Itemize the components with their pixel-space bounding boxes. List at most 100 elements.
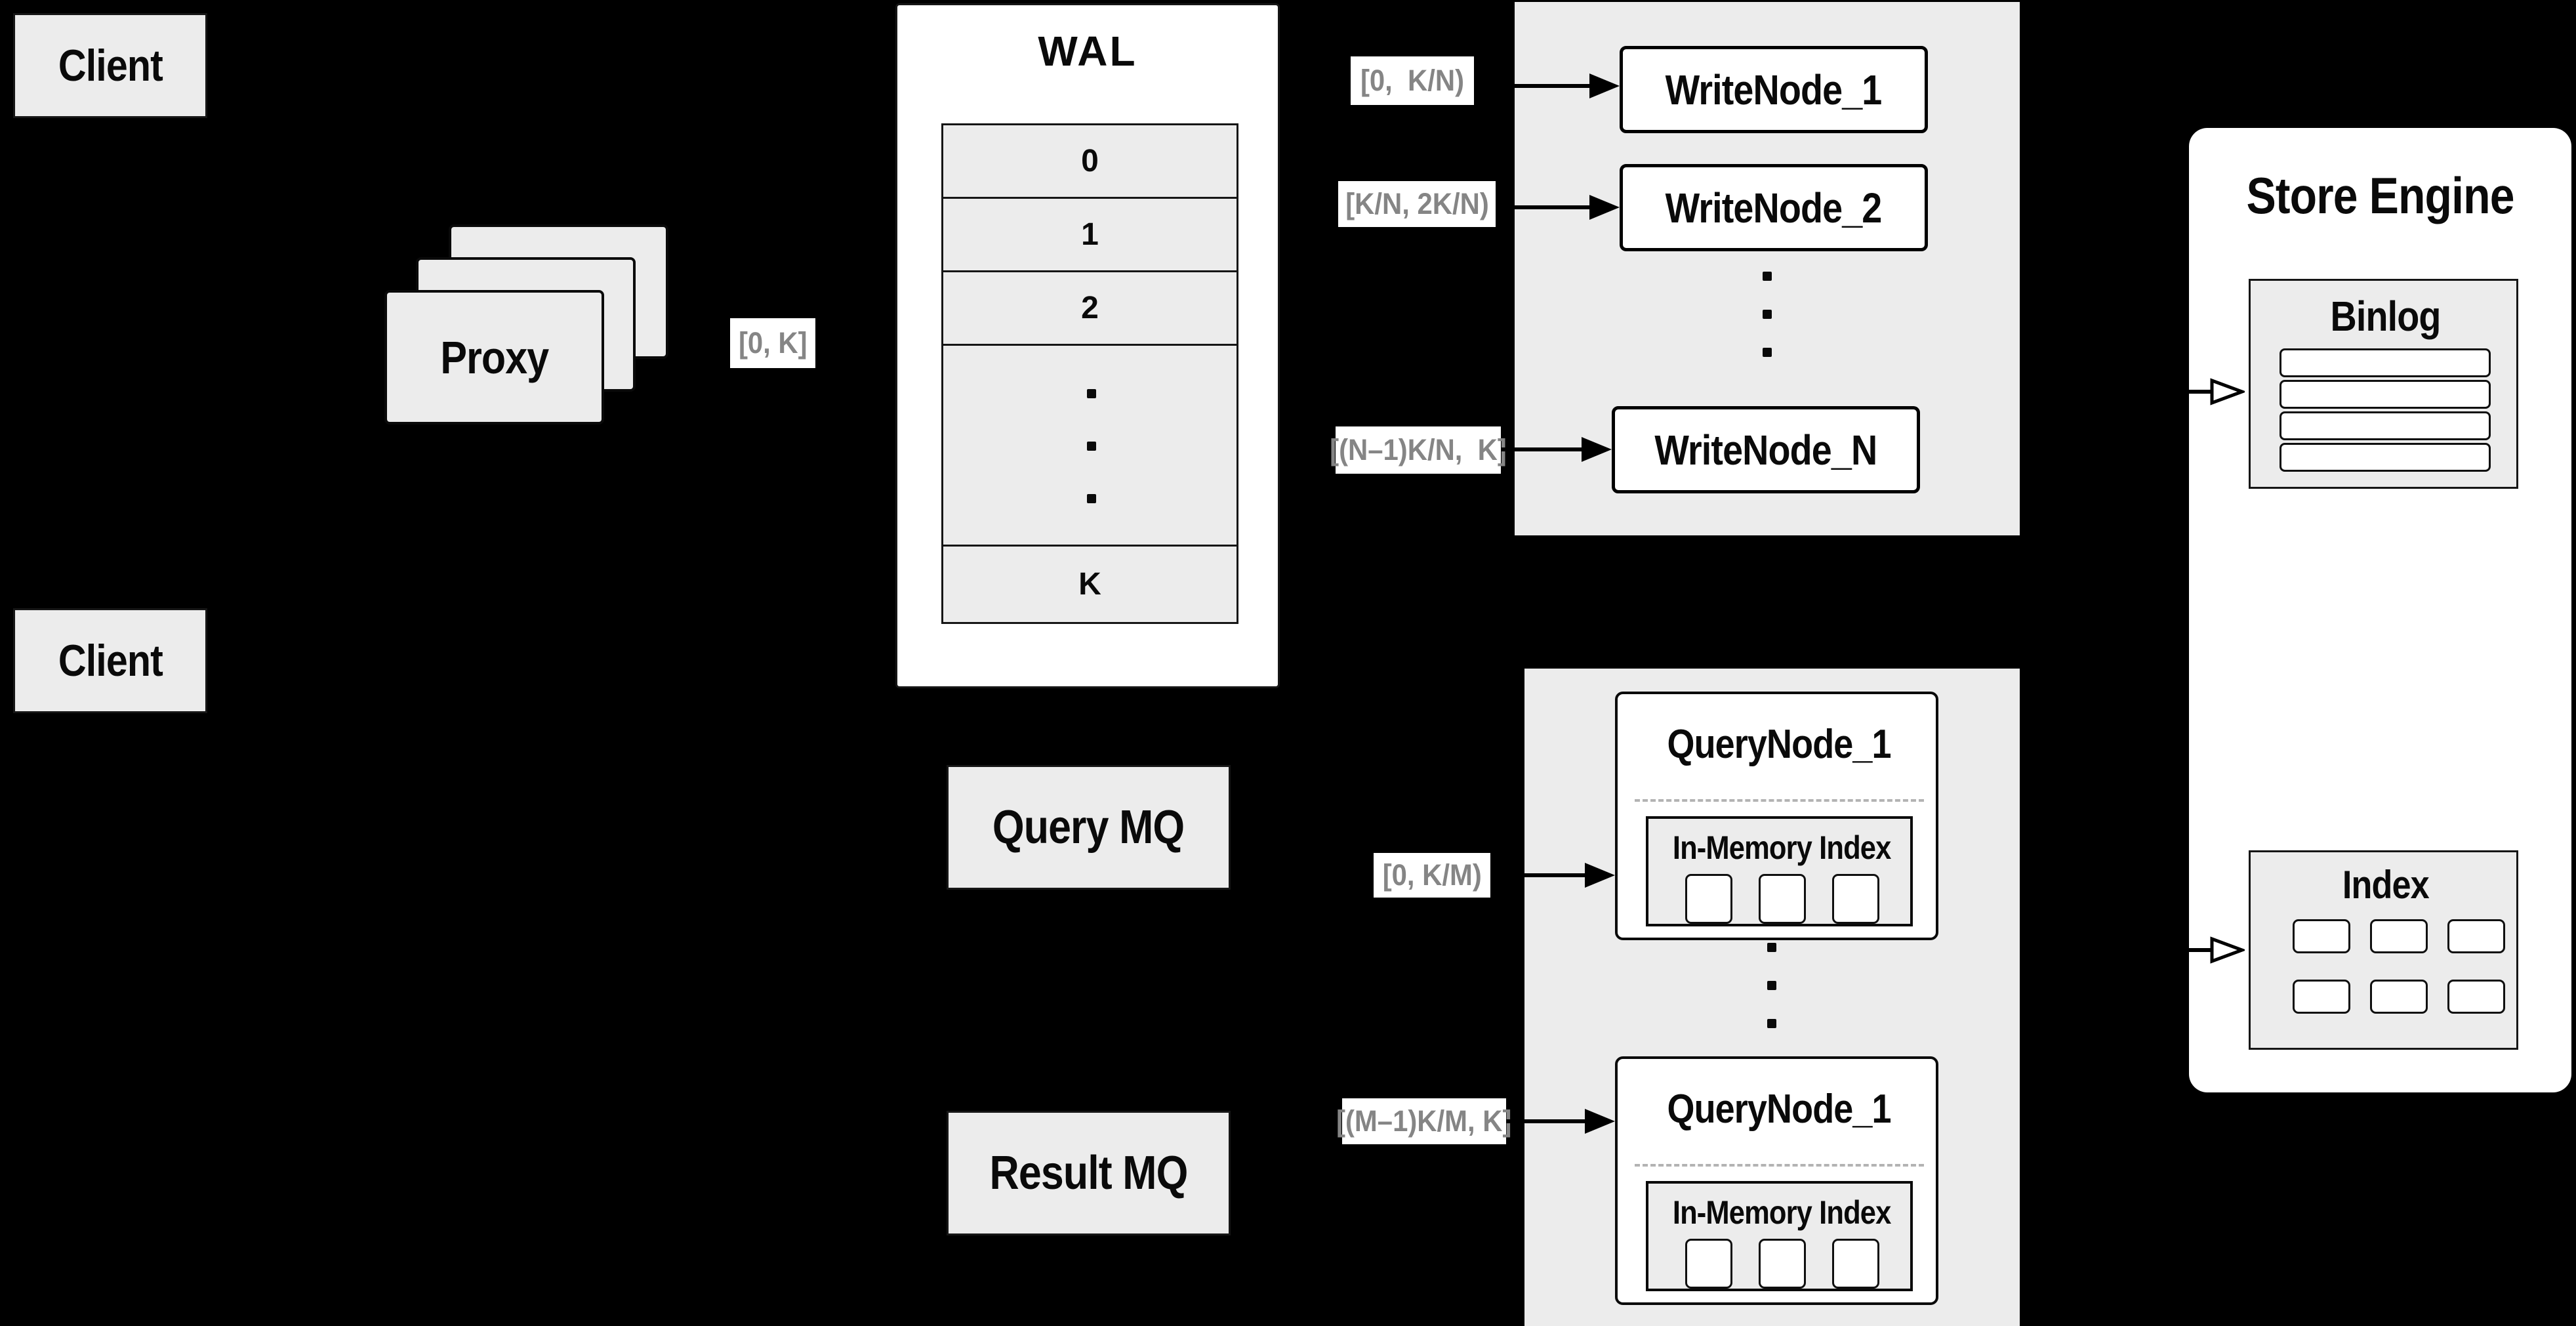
- index-segment-cell: [1685, 1239, 1732, 1289]
- querynode-m-title: QueryNode_1: [1618, 1077, 1941, 1140]
- wal-row-1: 1: [941, 197, 1238, 272]
- index-cell: [2370, 919, 2428, 953]
- wal-row-1-label: 1: [1081, 217, 1099, 252]
- binlog-row: [2280, 380, 2491, 409]
- ellipsis-dot: [1767, 1019, 1776, 1028]
- wal-row-k-label: K: [1078, 567, 1101, 602]
- wal-row-2: 2: [941, 270, 1238, 346]
- arrow-shaft-to-index: [2158, 948, 2212, 952]
- writenode-2-label: WriteNode_2: [1666, 184, 1883, 232]
- ellipsis-dot: [1087, 389, 1096, 398]
- inmemory-index-title: In-Memory Index: [1648, 825, 1915, 870]
- wal-title: WAL: [895, 20, 1280, 82]
- inmemory-index-title-text: In-Memory Index: [1673, 1194, 1891, 1231]
- querynode-m: QueryNode_1 In-Memory Index: [1615, 1056, 1938, 1305]
- index-segment-cell: [1832, 874, 1879, 924]
- query-mq-node: Query MQ: [947, 765, 1231, 890]
- range-chip-writenode-1-text: [0, K/N): [1360, 64, 1465, 97]
- query-mq-label: Query MQ: [992, 801, 1185, 854]
- ellipsis-dot: [1763, 348, 1772, 357]
- ellipsis-dot: [1087, 442, 1096, 451]
- range-chip-proxy-to-wal-text: [0, K]: [738, 326, 808, 360]
- index-title-text: Index: [2342, 862, 2430, 907]
- client-node-top-label: Client: [58, 41, 163, 91]
- hollow-arrowhead-to-index: [2210, 936, 2245, 964]
- binlog-row: [2280, 411, 2491, 440]
- inmemory-index-title-text: In-Memory Index: [1673, 829, 1891, 866]
- dashed-divider: [1635, 1164, 1924, 1167]
- index-cell: [2293, 980, 2350, 1014]
- index-cell: [2293, 919, 2350, 953]
- index-segment-cell: [1685, 874, 1732, 924]
- wal-row-2-label: 2: [1081, 291, 1099, 325]
- range-chip-writenode-n-text: [(N–1)K/N, K]: [1330, 433, 1507, 466]
- index-segment-cell: [1759, 874, 1806, 924]
- arrow-shaft-to-binlog: [2158, 390, 2212, 394]
- arrow-shaft-to-writenode-2: [1496, 205, 1589, 209]
- querynode-1-title: QueryNode_1: [1618, 713, 1941, 776]
- client-node-top: Client: [13, 13, 207, 118]
- range-chip-querynode-m-text: [(M–1)K/M, K]: [1336, 1104, 1512, 1138]
- writenode-1-label: WriteNode_1: [1666, 66, 1883, 114]
- index-title: Index: [2251, 861, 2520, 907]
- range-chip-writenode-1: [0, K/N): [1351, 56, 1474, 105]
- wal-row-ellipsis: [941, 344, 1238, 547]
- dashed-divider: [1635, 799, 1924, 802]
- querynode-m-title-text: QueryNode_1: [1667, 1086, 1892, 1132]
- wal-row-k: K: [941, 545, 1238, 624]
- ellipsis-dot: [1763, 310, 1772, 319]
- binlog-row: [2280, 443, 2491, 472]
- range-chip-writenode-2: [K/N, 2K/N): [1338, 181, 1496, 227]
- querynode-1: QueryNode_1 In-Memory Index: [1615, 692, 1938, 940]
- arrowhead-to-querynode-m: [1585, 1109, 1615, 1134]
- wal-row-0-label: 0: [1081, 144, 1099, 178]
- arrow-shaft-to-writenode-n: [1501, 447, 1582, 451]
- index-segment-cell: [1759, 1239, 1806, 1289]
- arrow-shaft-to-querynode-1: [1490, 873, 1585, 877]
- ellipsis-dot: [1763, 272, 1772, 281]
- binlog-box: Binlog: [2249, 279, 2518, 489]
- wal-title-text: WAL: [1038, 27, 1137, 75]
- ellipsis-dot: [1087, 494, 1096, 503]
- arrow-shaft-to-querynode-m: [1506, 1119, 1585, 1123]
- querynode-1-inmemory-index: In-Memory Index: [1646, 816, 1913, 926]
- client-node-bottom-label: Client: [58, 636, 163, 686]
- binlog-title: Binlog: [2251, 290, 2520, 342]
- querynode-m-inmemory-index: In-Memory Index: [1646, 1181, 1913, 1291]
- writenode-2: WriteNode_2: [1620, 164, 1928, 251]
- arrowhead-to-querynode-1: [1585, 863, 1615, 888]
- hollow-arrowhead-to-binlog: [2210, 378, 2245, 405]
- index-cell: [2447, 919, 2505, 953]
- range-chip-querynode-1: [0, K/M): [1374, 853, 1490, 898]
- range-chip-querynode-m: [(M–1)K/M, K]: [1336, 1098, 1512, 1144]
- result-mq-label: Result MQ: [989, 1147, 1189, 1199]
- arrowhead-to-writenode-1: [1589, 73, 1620, 98]
- range-chip-querynode-1-text: [0, K/M): [1382, 858, 1482, 892]
- proxy-node: Proxy: [384, 290, 604, 425]
- index-cell: [2370, 980, 2428, 1014]
- ellipsis-dot: [1767, 981, 1776, 990]
- range-chip-proxy-to-wal: [0, K]: [730, 318, 815, 368]
- writenode-1: WriteNode_1: [1620, 46, 1928, 133]
- store-engine-title: Store Engine: [2189, 163, 2571, 228]
- binlog-row: [2280, 348, 2491, 377]
- arrow-shaft-to-writenode-1: [1474, 84, 1589, 88]
- arrowhead-to-writenode-n: [1582, 437, 1612, 462]
- store-engine-title-text: Store Engine: [2246, 166, 2514, 224]
- arrowhead-to-writenode-2: [1589, 195, 1620, 220]
- binlog-title-text: Binlog: [2330, 293, 2442, 340]
- index-cell: [2447, 980, 2505, 1014]
- writenode-n: WriteNode_N: [1612, 406, 1920, 493]
- index-box: Index: [2249, 850, 2518, 1050]
- writenode-n-label: WriteNode_N: [1654, 426, 1877, 474]
- range-chip-writenode-2-text: [K/N, 2K/N): [1345, 187, 1489, 220]
- client-node-bottom: Client: [13, 608, 207, 713]
- result-mq-node: Result MQ: [947, 1111, 1231, 1235]
- range-chip-writenode-n: [(N–1)K/N, K]: [1330, 426, 1507, 474]
- querynode-1-title-text: QueryNode_1: [1667, 721, 1892, 767]
- inmemory-index-title: In-Memory Index: [1648, 1190, 1915, 1235]
- index-segment-cell: [1832, 1239, 1879, 1289]
- proxy-node-label: Proxy: [440, 331, 549, 383]
- wal-row-0: 0: [941, 123, 1238, 199]
